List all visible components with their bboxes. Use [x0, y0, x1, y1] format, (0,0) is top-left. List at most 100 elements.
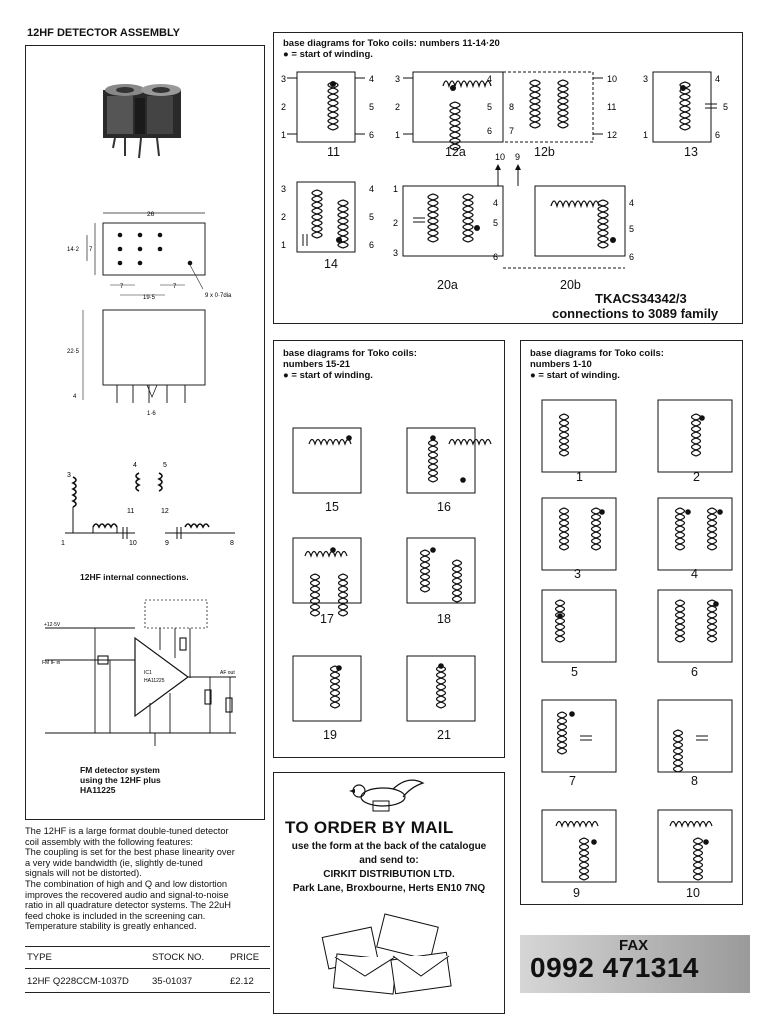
label-14: 14 — [324, 257, 338, 271]
svg-text:10: 10 — [495, 152, 505, 162]
pin-9: 9 — [165, 540, 169, 547]
left-panel — [25, 45, 265, 820]
dim-142: 14·2 — [67, 247, 80, 253]
fax-number: 0992 471314 — [530, 952, 700, 983]
fm-detector-schematic: IC1 HA11225 +12·5V FM IF in AF out — [42, 599, 236, 746]
svg-text:5: 5 — [723, 102, 728, 112]
box-coils-1-10 — [520, 340, 743, 905]
dim-7b: 7 — [173, 284, 177, 290]
pin-12: 12 — [161, 508, 169, 515]
box3-diagrams — [541, 399, 733, 883]
tkacs-label: TKACS34342/3 — [595, 291, 687, 306]
box2-diagrams — [292, 427, 492, 722]
label-6: 6 — [691, 665, 698, 679]
svg-text:11: 11 — [607, 102, 616, 112]
page-title: 12HF DETECTOR ASSEMBLY — [27, 27, 181, 39]
svg-text:FM IF in: FM IF in — [42, 660, 61, 666]
svg-text:5: 5 — [369, 102, 374, 112]
box-coils-11-20 — [273, 32, 743, 324]
svg-text:6: 6 — [369, 240, 374, 250]
pin-5: 5 — [163, 462, 167, 469]
label-2: 2 — [693, 470, 700, 484]
svg-text:1: 1 — [643, 130, 648, 140]
svg-text:12: 12 — [607, 130, 617, 140]
svg-text:2: 2 — [395, 102, 400, 112]
dim-holes: 9 x 0·7dia — [205, 293, 232, 299]
svg-text:3: 3 — [281, 74, 286, 84]
svg-text:3: 3 — [643, 74, 648, 84]
label-1: 1 — [576, 470, 583, 484]
box3-title: base diagrams for Toko coils: numbers 1-… — [530, 348, 664, 381]
table-top-rule — [25, 946, 270, 947]
description-text: The 12HF is a large format double-tuned … — [25, 826, 235, 932]
pin-4: 4 — [133, 462, 137, 469]
bird-icon — [349, 779, 425, 812]
label-17: 17 — [320, 612, 334, 626]
family-label: connections to 3089 family — [552, 306, 719, 321]
pin-11: 11 — [127, 508, 134, 515]
fax-label: FAX — [619, 937, 649, 954]
svg-text:2: 2 — [281, 212, 286, 222]
svg-text:6: 6 — [715, 130, 720, 140]
dim-26: 26 — [147, 211, 155, 218]
label-4: 4 — [691, 567, 698, 581]
svg-text:1: 1 — [281, 240, 286, 250]
svg-text:7: 7 — [509, 126, 514, 136]
row-stock: 35-01037 — [152, 976, 193, 987]
row-price: £2.12 — [230, 976, 254, 987]
box1-title: base diagrams for Toko coils: numbers 11… — [283, 38, 500, 49]
svg-text:+12·5V: +12·5V — [44, 622, 61, 628]
svg-text:3: 3 — [281, 184, 286, 194]
label-20b: 20b — [560, 278, 581, 292]
fm-caption: FM detector system using the 12HF plus H… — [80, 765, 161, 795]
svg-text:1: 1 — [281, 130, 286, 140]
label-19: 19 — [323, 728, 337, 742]
table-mid-rule — [25, 968, 270, 969]
pin-8: 8 — [230, 540, 234, 547]
svg-text:9: 9 — [515, 152, 520, 162]
svg-text:1: 1 — [393, 184, 398, 194]
label-12a: 12a — [445, 145, 466, 159]
svg-text:2: 2 — [281, 102, 286, 112]
svg-text:6: 6 — [487, 126, 492, 136]
pin-1: 1 — [61, 540, 65, 547]
svg-text:6: 6 — [369, 130, 374, 140]
col-stock: STOCK NO. — [152, 952, 205, 963]
fax-banner — [520, 935, 750, 993]
svg-text:5: 5 — [493, 218, 498, 228]
order-heading: TO ORDER BY MAIL — [285, 818, 454, 837]
label-5: 5 — [571, 665, 578, 679]
col-type: TYPE — [27, 952, 52, 963]
svg-text:4: 4 — [715, 74, 720, 84]
detector-photo — [103, 84, 181, 159]
side-view-drawing: 22·5 4 1·6 — [67, 309, 206, 417]
top-view-drawing: 26 14·2 7 7 7 19·5 9 x 0·7dia — [67, 211, 232, 301]
dim-195: 19·5 — [143, 295, 156, 301]
label-10: 10 — [686, 886, 700, 900]
row-type: 12HF Q228CCM-1037D — [27, 976, 129, 987]
dim-225: 22·5 — [67, 349, 80, 355]
dim-4: 4 — [73, 394, 77, 400]
order-lines: use the form at the back of the catalogu… — [291, 841, 487, 894]
label-3: 3 — [574, 567, 581, 581]
svg-text:HA11225: HA11225 — [144, 678, 165, 684]
label-13: 13 — [684, 145, 698, 159]
label-20a: 20a — [437, 278, 458, 292]
label-11: 11 — [327, 145, 340, 159]
svg-text:3: 3 — [393, 248, 398, 258]
svg-text:5: 5 — [629, 224, 634, 234]
order-box — [273, 772, 505, 1014]
svg-text:4: 4 — [369, 184, 374, 194]
svg-text:4: 4 — [493, 198, 498, 208]
label-12b: 12b — [534, 145, 555, 159]
svg-text:2: 2 — [393, 218, 398, 228]
svg-text:5: 5 — [487, 102, 492, 112]
label-9: 9 — [573, 886, 580, 900]
svg-text:4: 4 — [629, 198, 634, 208]
svg-text:IC1: IC1 — [144, 670, 152, 676]
svg-text:4: 4 — [369, 74, 374, 84]
label-21: 21 — [437, 728, 451, 742]
svg-text:1: 1 — [395, 130, 400, 140]
svg-text:6: 6 — [629, 252, 634, 262]
